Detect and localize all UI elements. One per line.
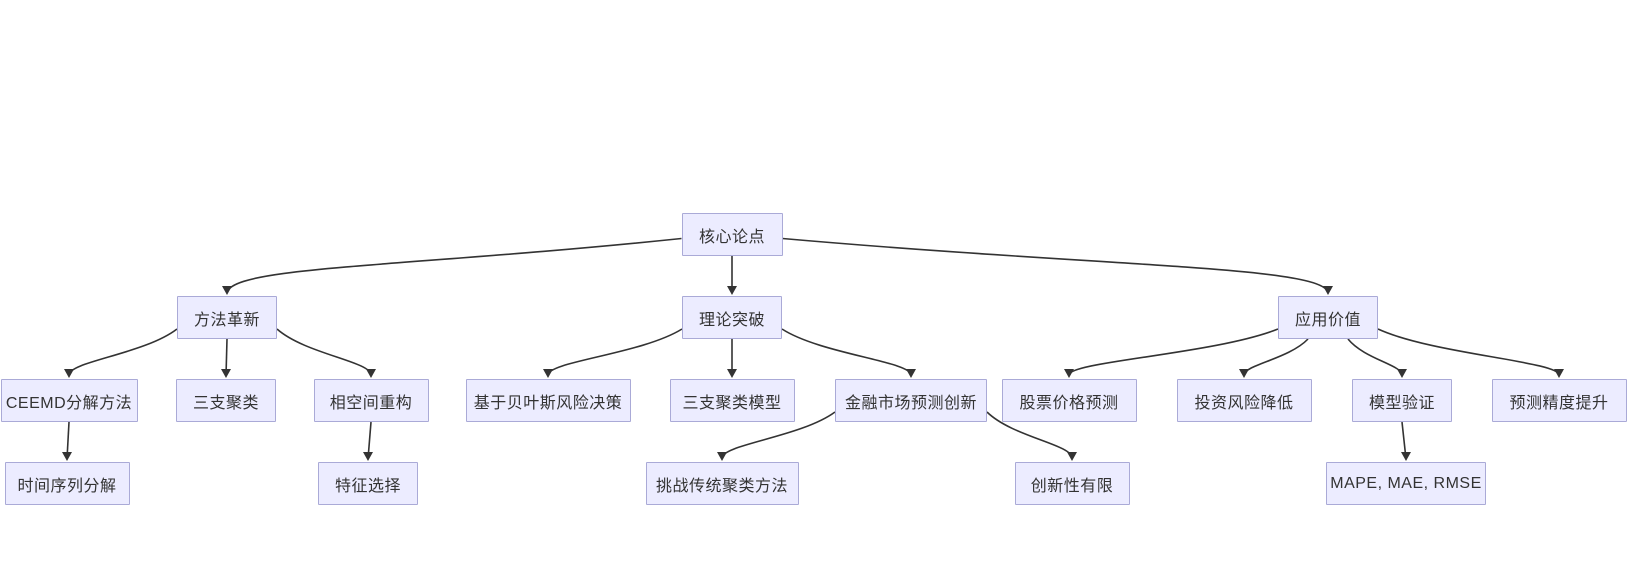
node-label: 核心论点 — [698, 228, 765, 246]
node-theory-breakthrough: 理论突破 — [682, 296, 782, 339]
node-mape-mae-rmse: MAPE, MAE, RMSE — [1326, 462, 1486, 505]
node-label: 模型验证 — [1368, 394, 1435, 412]
node-three-way-clustering: 三支聚类 — [176, 379, 276, 422]
arrowhead — [1554, 369, 1564, 378]
node-financial-market-prediction: 金融市场预测创新 — [835, 379, 987, 422]
edge-method-innovation-to-ceemd-decomposition-method — [68, 328, 178, 376]
node-challenge-traditional-clustering: 挑战传统聚类方法 — [645, 462, 799, 505]
node-stock-price-prediction: 股票价格预测 — [1001, 379, 1137, 422]
edge-application-value-to-stock-price-prediction — [1068, 328, 1279, 376]
node-limited-innovation: 创新性有限 — [1014, 462, 1130, 505]
node-feature-selection: 特征选择 — [318, 462, 418, 505]
node-bayesian-risk-decision: 基于贝叶斯风险决策 — [465, 379, 631, 422]
node-ceemd-decomposition-method: CEEMD分解方法 — [0, 379, 138, 422]
node-label: 挑战传统聚类方法 — [655, 477, 788, 495]
arrowhead — [543, 369, 553, 378]
arrowhead — [62, 452, 72, 461]
node-three-way-clustering-model: 三支聚类模型 — [669, 379, 795, 422]
node-label: 三支聚类 — [192, 394, 259, 412]
arrowhead — [1239, 369, 1249, 378]
node-investment-risk-reduction: 投资风险降低 — [1176, 379, 1312, 422]
node-label: 股票价格预测 — [1019, 394, 1119, 412]
node-label: MAPE, MAE, RMSE — [1330, 474, 1482, 492]
edge-application-value-to-model-validation — [1347, 338, 1403, 376]
node-label: 相空间重构 — [329, 394, 413, 412]
edge-theory-breakthrough-to-financial-market-prediction — [781, 328, 912, 376]
arrowhead — [1067, 452, 1077, 461]
arrowhead — [222, 286, 232, 295]
arrowhead — [1397, 369, 1407, 378]
node-label: 基于贝叶斯风险决策 — [473, 394, 623, 412]
node-label: 方法革新 — [193, 311, 260, 329]
node-label: 投资风险降低 — [1194, 394, 1294, 412]
node-method-innovation: 方法革新 — [177, 296, 277, 339]
node-label: 金融市场预测创新 — [844, 394, 977, 412]
arrowhead — [363, 452, 373, 461]
node-prediction-accuracy-improvement: 预测精度提升 — [1491, 379, 1627, 422]
node-label: 三支聚类模型 — [682, 394, 782, 412]
node-application-value: 应用价值 — [1278, 296, 1378, 339]
node-label: 创新性有限 — [1030, 477, 1114, 495]
node-label: 特征选择 — [334, 477, 401, 495]
arrowhead — [1064, 369, 1074, 378]
node-phase-space-reconstruction: 相空间重构 — [313, 379, 429, 422]
node-label: 理论突破 — [698, 311, 765, 329]
edge-application-value-to-prediction-accuracy-improvement — [1377, 328, 1560, 376]
arrowhead — [906, 369, 916, 378]
node-label: 预测精度提升 — [1509, 394, 1609, 412]
arrowhead — [727, 286, 737, 295]
node-label: CEEMD分解方法 — [5, 394, 133, 412]
arrowhead — [366, 369, 376, 378]
edge-theory-breakthrough-to-bayesian-risk-decision — [547, 328, 683, 376]
arrowhead — [717, 452, 727, 461]
arrowhead — [64, 369, 74, 378]
node-model-validation: 模型验证 — [1352, 379, 1452, 422]
arrowhead — [221, 369, 231, 378]
node-label: 应用价值 — [1294, 311, 1361, 329]
node-label: 时间序列分解 — [17, 477, 117, 495]
edge-application-value-to-investment-risk-reduction — [1243, 338, 1309, 376]
node-time-series-decomposition: 时间序列分解 — [4, 462, 130, 505]
arrowhead — [1401, 452, 1411, 461]
edge-core-thesis-to-application-value — [782, 237, 1329, 293]
edge-method-innovation-to-phase-space-reconstruction — [276, 328, 372, 376]
edge-core-thesis-to-method-innovation — [226, 237, 682, 293]
arrowhead — [727, 369, 737, 378]
arrowhead — [1323, 286, 1333, 295]
node-core-thesis: 核心论点 — [681, 213, 783, 256]
